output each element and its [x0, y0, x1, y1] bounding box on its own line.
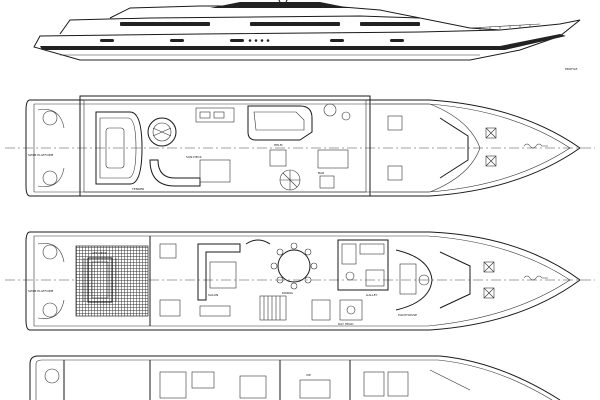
- sun-deck-label: SUN DECK: [186, 155, 203, 159]
- pilothouse-console: [395, 249, 433, 311]
- profile-hardtop: [210, 2, 350, 8]
- tender-label: TENDER: [131, 187, 144, 191]
- upper-deck-plan: SWIM PLATFORM SUN DECK TENDER HELM BAR: [5, 95, 595, 197]
- salon-sofa: [197, 243, 241, 301]
- bar-label: BAR: [318, 171, 324, 175]
- helm-label: HELM: [274, 143, 283, 147]
- main-swim-platform-label: SWIM PLATFORM: [28, 289, 54, 293]
- main-deck-hull-outline: [25, 231, 581, 331]
- helm-console: [247, 105, 313, 141]
- lower-deck-plan: VIP: [29, 355, 561, 400]
- aft-deck-label: AFT DECK: [92, 251, 108, 255]
- profile-portholes: [100, 39, 404, 42]
- dining-table: [277, 249, 311, 283]
- profile-view: PROFILE: [33, 0, 581, 71]
- profile-view-label: PROFILE: [565, 67, 578, 71]
- profile-windows: [120, 22, 420, 26]
- salon-label: SALON: [208, 293, 218, 297]
- galley-label: GALLEY: [366, 293, 378, 297]
- tender: [95, 111, 143, 185]
- pilothouse-label: PILOTHOUSE: [398, 313, 417, 317]
- lower-deck-hull-outline: [29, 355, 561, 400]
- profile-hull-stripe: [40, 34, 566, 50]
- dining-label: DINING: [282, 291, 294, 295]
- spa-tub: [147, 117, 177, 147]
- day-head-label: DAY HEAD: [338, 322, 354, 326]
- upper-swim-platform-label: SWIM PLATFORM: [28, 153, 54, 157]
- main-deck-plan: AFT DECK SWIM PLATFORM SALON DINING GALL…: [5, 231, 595, 331]
- vip-label: VIP: [306, 373, 311, 377]
- upper-deck-hull-outline: [25, 99, 581, 197]
